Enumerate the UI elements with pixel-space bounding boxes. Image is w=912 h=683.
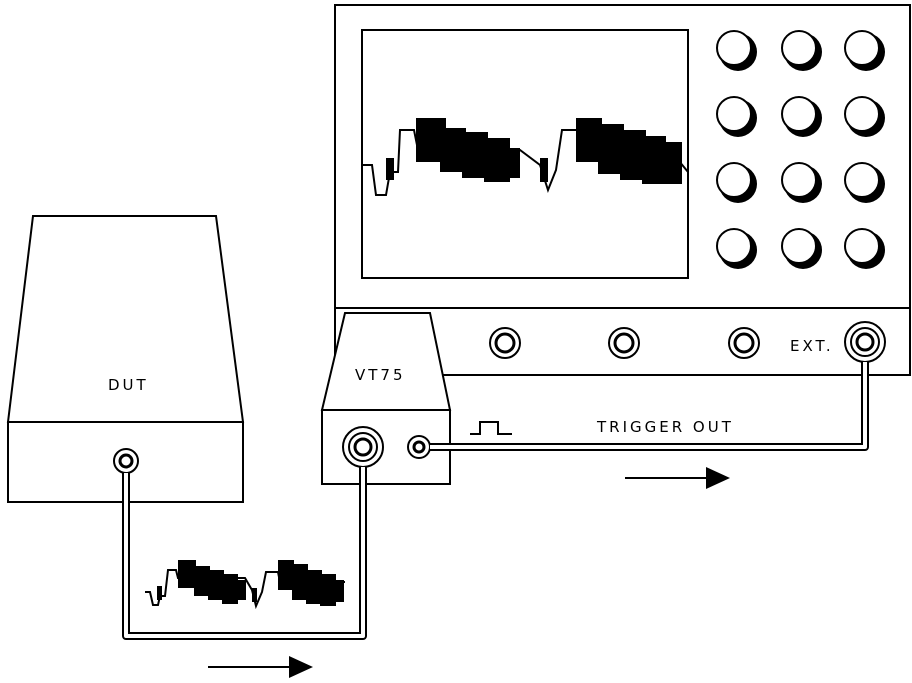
dut-label: DUT <box>108 376 149 394</box>
knob-icon[interactable] <box>844 30 885 71</box>
bnc-connector-icon[interactable] <box>728 327 760 359</box>
knob-icon[interactable] <box>781 162 822 203</box>
knob-icon[interactable] <box>716 162 757 203</box>
pulse-symbol-icon <box>470 421 512 435</box>
ext-trigger-label: EXT. <box>790 337 834 355</box>
knob-icon[interactable] <box>844 228 885 269</box>
knob-icon[interactable] <box>844 96 885 137</box>
knob-icon[interactable] <box>781 30 822 71</box>
cable-waveform <box>145 560 345 610</box>
knob-icon[interactable] <box>716 228 757 269</box>
knob-icon[interactable] <box>781 228 822 269</box>
knob-icon[interactable] <box>716 96 757 137</box>
dut-to-vt75-cable <box>122 467 367 640</box>
knob-icon[interactable] <box>781 96 822 137</box>
knob-icon[interactable] <box>844 162 885 203</box>
ext-trigger-connector-icon[interactable] <box>844 321 886 363</box>
bnc-connector-icon[interactable] <box>489 327 521 359</box>
screen-waveform <box>362 118 689 196</box>
vt75-input-connector-icon[interactable] <box>342 426 384 468</box>
vt75-device: VT75 <box>320 312 452 485</box>
knob-grid <box>716 30 885 269</box>
arrow-right-icon <box>208 656 313 678</box>
dut-output-connector-icon[interactable] <box>113 448 139 474</box>
vt75-label: VT75 <box>355 366 406 384</box>
vt75-trigger-out-connector-icon[interactable] <box>407 435 431 459</box>
arrow-right-icon <box>625 467 730 489</box>
bnc-connector-icon[interactable] <box>608 327 640 359</box>
knob-icon[interactable] <box>716 30 757 71</box>
trigger-cable <box>430 362 869 451</box>
dut-device: DUT <box>6 215 245 503</box>
vt75-top <box>320 312 452 411</box>
trigger-out-label: TRIGGER OUT <box>596 418 734 436</box>
